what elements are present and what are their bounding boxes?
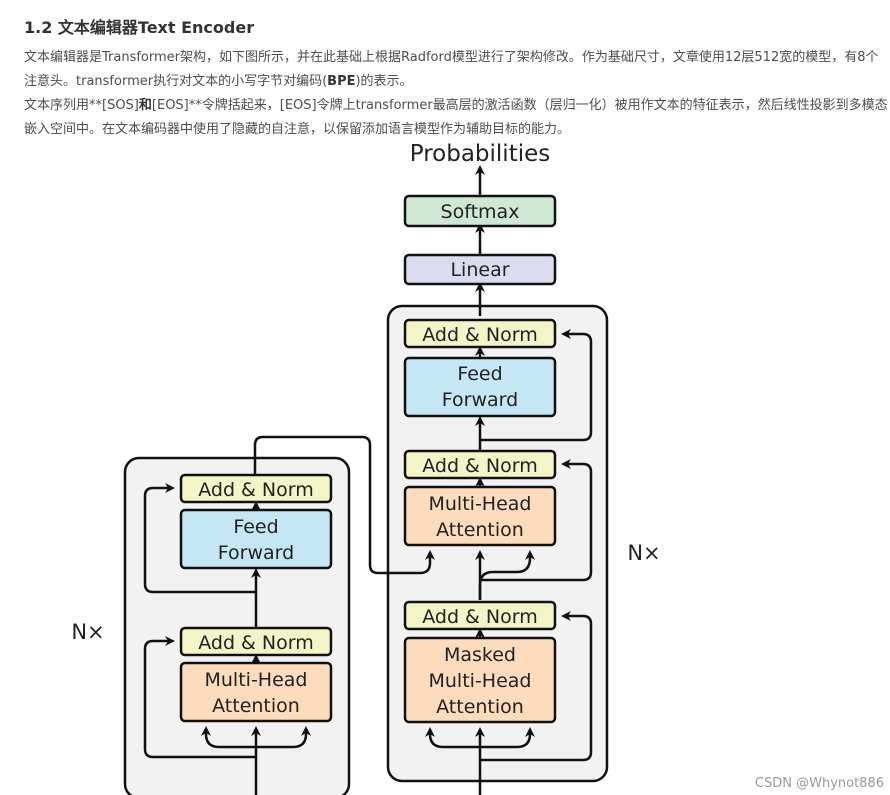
decoder-masked-attention xyxy=(403,636,557,724)
encoder-add-norm-top-label: Add & Norm xyxy=(198,479,314,501)
decoder-ff-line2: Forward xyxy=(442,389,518,411)
paragraph-intro-text: 文本编辑器是Transformer架构，如下图所示，并在此基础上根据Radfor… xyxy=(24,50,879,89)
encoder-mha-line2: Attention xyxy=(212,695,300,717)
masked-line2: Multi-Head xyxy=(429,670,532,692)
paragraph-tokens: 文本序列用**[SOS]和[EOS]**令牌括起来，[EOS]令牌上transf… xyxy=(24,94,890,142)
encoder-mha-line1: Multi-Head xyxy=(205,669,308,691)
masked-line3: Attention xyxy=(436,696,524,718)
encoder-multi-head-attention xyxy=(179,661,333,723)
masked-line1: Masked xyxy=(444,644,516,666)
decoder-nx-label: N× xyxy=(627,541,660,565)
probabilities-label: Probabilities xyxy=(410,141,551,167)
watermark: CSDN @Whynot886 xyxy=(754,776,884,791)
paragraph-tokens-part1: 文本序列用**[SOS] xyxy=(24,98,139,113)
decoder-mha-line2: Attention xyxy=(436,519,524,541)
decoder-ff-line1: Feed xyxy=(457,363,502,385)
encoder-ff-line2: Forward xyxy=(218,542,294,564)
encoder-ff-line1: Feed xyxy=(233,516,278,538)
paragraph-intro: 文本编辑器是Transformer架构，如下图所示，并在此基础上根据Radfor… xyxy=(24,46,890,94)
encoder-nx-label: N× xyxy=(71,620,104,644)
section-heading: 1.2 文本编辑器Text Encoder xyxy=(24,18,255,37)
decoder-add-norm-bottom-label: Add & Norm xyxy=(422,606,538,628)
paragraph-tokens-bold: 和 xyxy=(138,98,152,113)
decoder-mha-line1: Multi-Head xyxy=(429,493,532,515)
paragraph-tokens-part2: [EOS]**令牌括起来，[EOS]令牌上transformer最高层的激活函数… xyxy=(24,98,888,137)
decoder-multi-head-attention xyxy=(403,485,557,547)
softmax-box xyxy=(403,194,557,228)
bpe-bold: BPE xyxy=(327,74,356,89)
paragraph-intro-tail: )的表示。 xyxy=(355,74,413,89)
decoder-add-norm-top-label: Add & Norm xyxy=(422,324,538,346)
softmax-label: Softmax xyxy=(441,201,520,223)
linear-box xyxy=(403,253,557,286)
transformer-diagram: Probabilities Softmax Linear Add & Norm … xyxy=(0,140,890,795)
encoder-block xyxy=(123,456,351,795)
decoder-add-norm-mid-label: Add & Norm xyxy=(422,455,538,477)
encoder-add-norm-bottom-label: Add & Norm xyxy=(198,632,314,654)
linear-label: Linear xyxy=(450,259,509,281)
